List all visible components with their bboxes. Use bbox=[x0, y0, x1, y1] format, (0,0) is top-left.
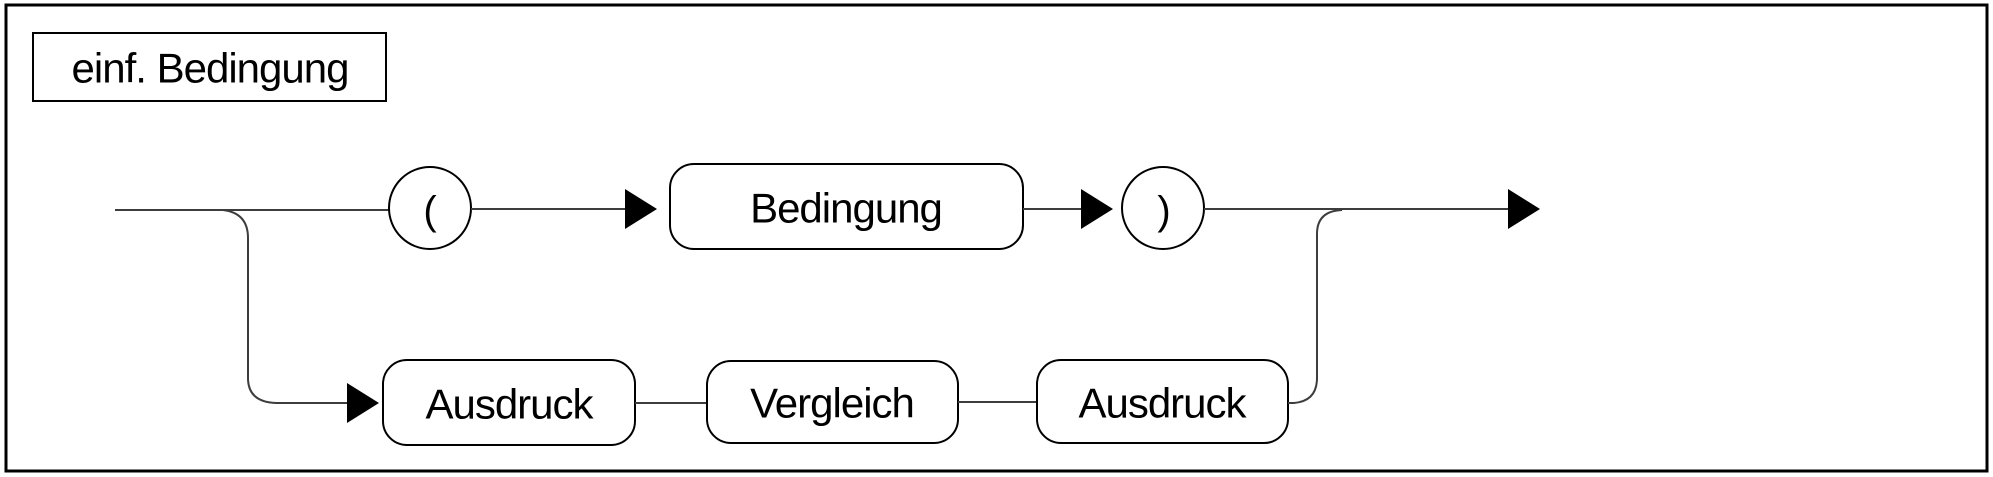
arrow-right-icon bbox=[1508, 189, 1540, 229]
branch-down-curve bbox=[222, 209, 347, 404]
merge-up-curve bbox=[1288, 209, 1343, 404]
ausdruck-2-label: Ausdruck bbox=[1078, 380, 1247, 427]
open-paren-label: ( bbox=[423, 189, 437, 233]
bedingung-label: Bedingung bbox=[750, 185, 942, 232]
ausdruck-2-box bbox=[1036, 359, 1289, 444]
close-paren-label: ) bbox=[1157, 189, 1170, 233]
arrow-right-icon bbox=[347, 383, 379, 423]
arrow-right-icon bbox=[625, 189, 657, 229]
arrow-right-icon bbox=[1081, 189, 1113, 229]
title-label: einf. Bedingung bbox=[72, 45, 349, 92]
title-box bbox=[32, 32, 387, 102]
vergleich-label: Vergleich bbox=[750, 380, 914, 427]
bedingung-box bbox=[669, 163, 1024, 250]
ausdruck-1-label: Ausdruck bbox=[425, 381, 594, 428]
